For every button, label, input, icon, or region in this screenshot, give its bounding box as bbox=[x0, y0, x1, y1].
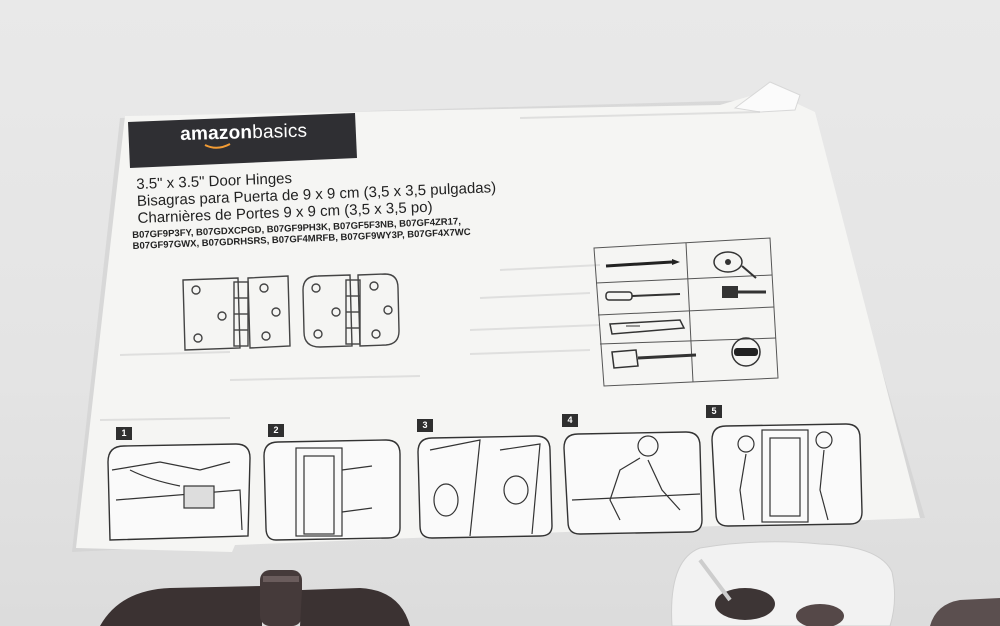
brand-logo-bold: amazon bbox=[180, 122, 253, 145]
step-2-panel bbox=[263, 439, 401, 541]
brand-logo-light: basics bbox=[251, 120, 308, 144]
step-3-number: 3 bbox=[417, 419, 433, 432]
round-hinge-left-leaf bbox=[302, 274, 353, 348]
step-4-illustration bbox=[571, 435, 701, 521]
step-1-illustration bbox=[111, 461, 243, 531]
paper-sheet bbox=[76, 90, 920, 552]
utility-knife-icon bbox=[609, 319, 686, 335]
step-4-panel bbox=[563, 431, 703, 535]
plastic-bag-photo bbox=[671, 541, 896, 626]
round-hinge-right-leaf bbox=[357, 273, 400, 347]
screwdriver-icon bbox=[605, 291, 681, 301]
safety-goggles-icon bbox=[731, 337, 761, 367]
hinge-diagram bbox=[182, 273, 400, 351]
step-5-number: 5 bbox=[706, 405, 722, 418]
tools-grid bbox=[593, 237, 779, 387]
step-5-illustration bbox=[737, 429, 833, 523]
step-3-panel bbox=[417, 435, 553, 539]
chisel-icon bbox=[611, 349, 697, 369]
brand-banner bbox=[128, 113, 357, 168]
show-through-lines bbox=[99, 111, 761, 421]
pencil-icon bbox=[605, 259, 680, 268]
hammer-icon bbox=[722, 286, 766, 298]
step-1-panel bbox=[107, 443, 251, 541]
tape-measure-icon bbox=[713, 251, 757, 279]
step-1-number: 1 bbox=[116, 427, 132, 440]
metal-hinge-photo bbox=[100, 570, 410, 626]
brand-logo: amazonbasics bbox=[180, 121, 308, 146]
dark-hardware-edge bbox=[930, 598, 1000, 626]
step-2-illustration bbox=[295, 447, 373, 537]
step-3-illustration bbox=[429, 439, 541, 537]
square-hinge-left-leaf bbox=[182, 277, 241, 351]
step-5-panel bbox=[711, 423, 863, 527]
step-4-number: 4 bbox=[562, 414, 578, 427]
smile-arrow-icon bbox=[204, 143, 231, 149]
torn-corner bbox=[733, 81, 801, 113]
step-2-number: 2 bbox=[268, 424, 284, 437]
square-hinge-right-leaf bbox=[247, 275, 291, 349]
step-panels bbox=[107, 423, 863, 541]
